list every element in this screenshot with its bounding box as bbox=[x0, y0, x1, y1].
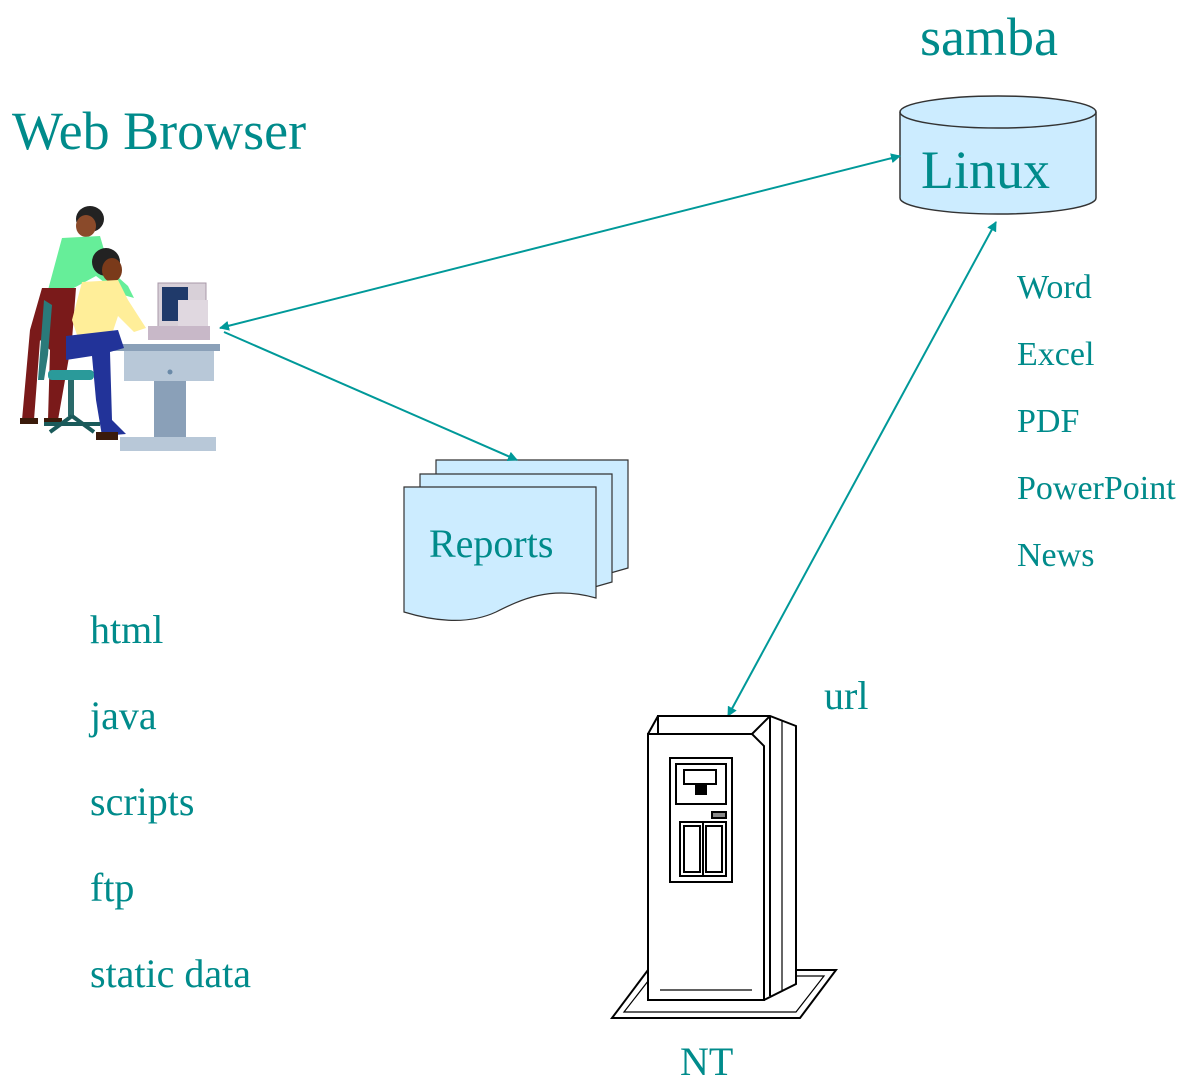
url-label: url bbox=[824, 673, 869, 718]
browser-item-static-data: static data bbox=[90, 951, 252, 996]
browser-item-ftp: ftp bbox=[90, 865, 135, 910]
browser-item-java: java bbox=[90, 693, 157, 738]
database-cylinder-icon bbox=[899, 95, 1097, 215]
users-at-computer-icon bbox=[20, 206, 220, 451]
samba-label: samba bbox=[920, 7, 1058, 67]
browser-reports-arrow bbox=[223, 331, 518, 461]
linux-label: Linux bbox=[921, 140, 1050, 200]
browser-linux-arrow bbox=[219, 153, 901, 331]
web-browser-label: Web Browser bbox=[12, 101, 307, 161]
browser-item-scripts: scripts bbox=[90, 779, 195, 824]
reports-label: Reports bbox=[429, 521, 554, 566]
linux-item-excel: Excel bbox=[1017, 336, 1095, 373]
nt-label: NT bbox=[680, 1039, 734, 1084]
linux-item-news: News bbox=[1017, 537, 1095, 574]
linux-item-powerpoint: PowerPoint bbox=[1017, 470, 1176, 507]
linux-item-pdf: PDF bbox=[1017, 403, 1080, 440]
linux-item-word: Word bbox=[1017, 269, 1092, 306]
browser-item-html: html bbox=[90, 607, 164, 652]
tower-server-icon bbox=[610, 715, 838, 1019]
linux-nt-arrow bbox=[727, 221, 997, 717]
stacked-documents-icon bbox=[403, 459, 629, 621]
connection-arrows bbox=[219, 153, 997, 717]
